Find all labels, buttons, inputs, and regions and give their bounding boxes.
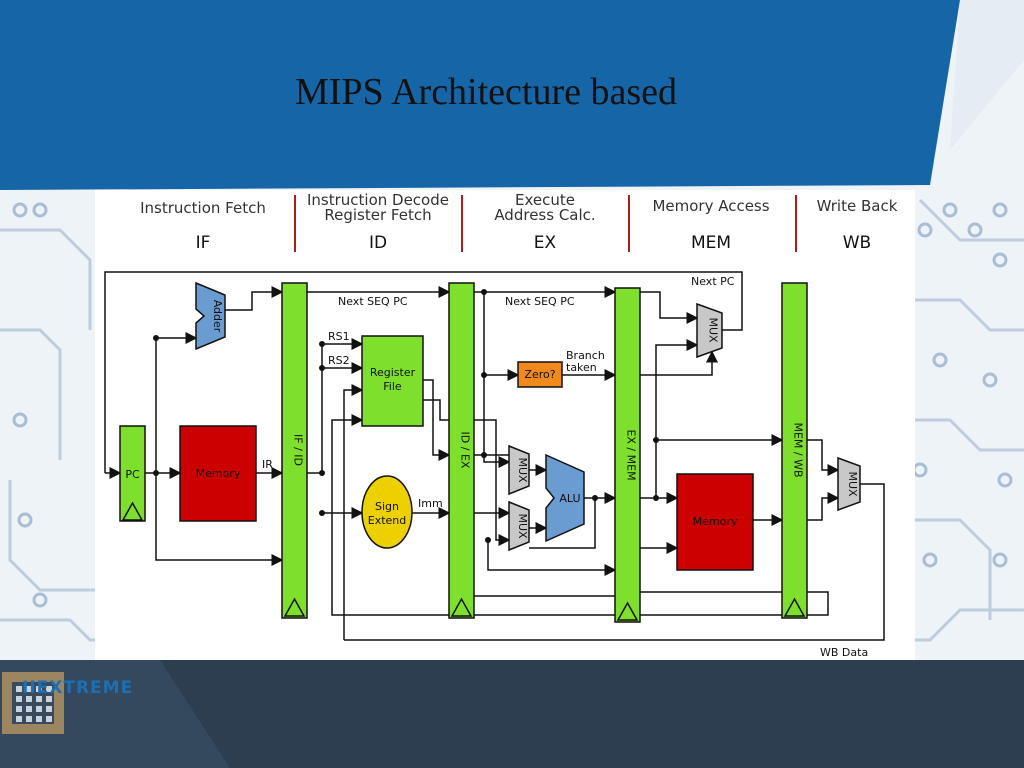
- pc-label: PC: [125, 468, 140, 481]
- stage-ex-abbr: EX: [534, 233, 557, 253]
- signal-imm-label: Imm: [418, 497, 443, 510]
- register-file-block: Register File: [361, 335, 424, 427]
- id-ex-label: ID / EX: [459, 432, 472, 469]
- if-id-label: IF / ID: [292, 434, 305, 466]
- write-back-mux-label: MUX: [846, 471, 859, 497]
- circuit-pads: [12, 202, 1013, 608]
- pipeline-register-if-id: IF / ID: [281, 282, 308, 619]
- brand-logo-text: IIEXTREME: [22, 678, 134, 698]
- alu-mux-a-label: MUX: [516, 457, 529, 483]
- alu-mux-b: MUX: [508, 500, 530, 552]
- register-file-label-line1: Register: [370, 366, 416, 379]
- signal-next-seq-pc-1: Next SEQ PC: [338, 295, 408, 308]
- pc-register: PC: [119, 425, 146, 522]
- sign-extend-label-line2: Extend: [368, 514, 407, 527]
- stage-id-name-line2: Register Fetch: [324, 206, 431, 224]
- stage-mem-abbr: MEM: [691, 233, 731, 253]
- stage-wb-abbr: WB: [843, 233, 871, 253]
- stage-id-name-line1: Instruction Decode: [307, 191, 449, 209]
- slide-title: MIPS Architecture based: [294, 71, 678, 113]
- instruction-memory-block: Memory: [179, 425, 257, 522]
- signal-wb-data: WB Data: [820, 646, 868, 659]
- stage-ex-name-line1: Execute: [515, 191, 575, 209]
- stage-id-abbr: ID: [369, 233, 387, 253]
- stage-if-abbr: IF: [196, 233, 211, 253]
- stage-headers: Instruction Fetch IF Instruction Decode …: [140, 191, 898, 253]
- sign-extend-label-line1: Sign: [375, 500, 399, 513]
- data-memory-label: Memory: [693, 515, 738, 528]
- next-pc-mux: MUX: [696, 302, 723, 359]
- sign-extend-block: Sign Extend: [361, 475, 413, 549]
- signal-branch-label-line2: taken: [566, 361, 597, 374]
- stage-ex-name-line2: Address Calc.: [494, 206, 595, 224]
- alu-mux-a: MUX: [508, 444, 530, 496]
- mem-wb-label: MEM / WB: [792, 422, 805, 477]
- alu-label: ALU: [559, 492, 580, 505]
- zero-detect-block: Zero?: [517, 361, 563, 388]
- ex-mem-label: EX / MEM: [625, 429, 638, 480]
- pipeline-registers: IF / ID ID / EX EX / MEM MEM / WB: [281, 282, 808, 623]
- pipeline-register-id-ex: ID / EX: [448, 282, 475, 619]
- signal-labels: IR RS1 RS2 Imm Next SEQ PC Next SEQ PC N…: [262, 275, 868, 659]
- alu-mux-b-label: MUX: [516, 513, 529, 539]
- data-memory-block: Memory: [676, 473, 754, 571]
- adder-label: Adder: [211, 300, 224, 333]
- signal-branch-label-line1: Branch: [566, 349, 605, 362]
- write-back-mux: MUX: [837, 456, 861, 512]
- chip-icon: [2, 672, 64, 734]
- signal-next-seq-pc-2: Next SEQ PC: [505, 295, 575, 308]
- instruction-memory-label: Memory: [196, 467, 241, 480]
- stage-if-name: Instruction Fetch: [140, 199, 266, 217]
- zero-label: Zero?: [524, 368, 555, 381]
- datapath-wires: [104, 271, 885, 641]
- junction-dots: [153, 289, 659, 543]
- signal-next-pc: Next PC: [691, 275, 735, 288]
- diagram-panel: [95, 190, 915, 660]
- signal-ir-label: IR: [262, 458, 273, 471]
- stage-mem-name: Memory Access: [652, 197, 769, 215]
- pipeline-register-ex-mem: EX / MEM: [614, 287, 641, 623]
- signal-rs1-label: RS1: [328, 330, 350, 343]
- alu-block: ALU: [545, 453, 585, 543]
- header-band: [0, 0, 960, 190]
- next-pc-mux-label: MUX: [707, 317, 720, 343]
- pipeline-register-mem-wb: MEM / WB: [781, 282, 808, 619]
- adder-block: Adder: [195, 281, 226, 351]
- signal-rs2-label: RS2: [328, 354, 350, 367]
- header-accent: [950, 0, 1024, 150]
- register-file-label-line2: File: [383, 380, 402, 393]
- stage-wb-name: Write Back: [817, 197, 898, 215]
